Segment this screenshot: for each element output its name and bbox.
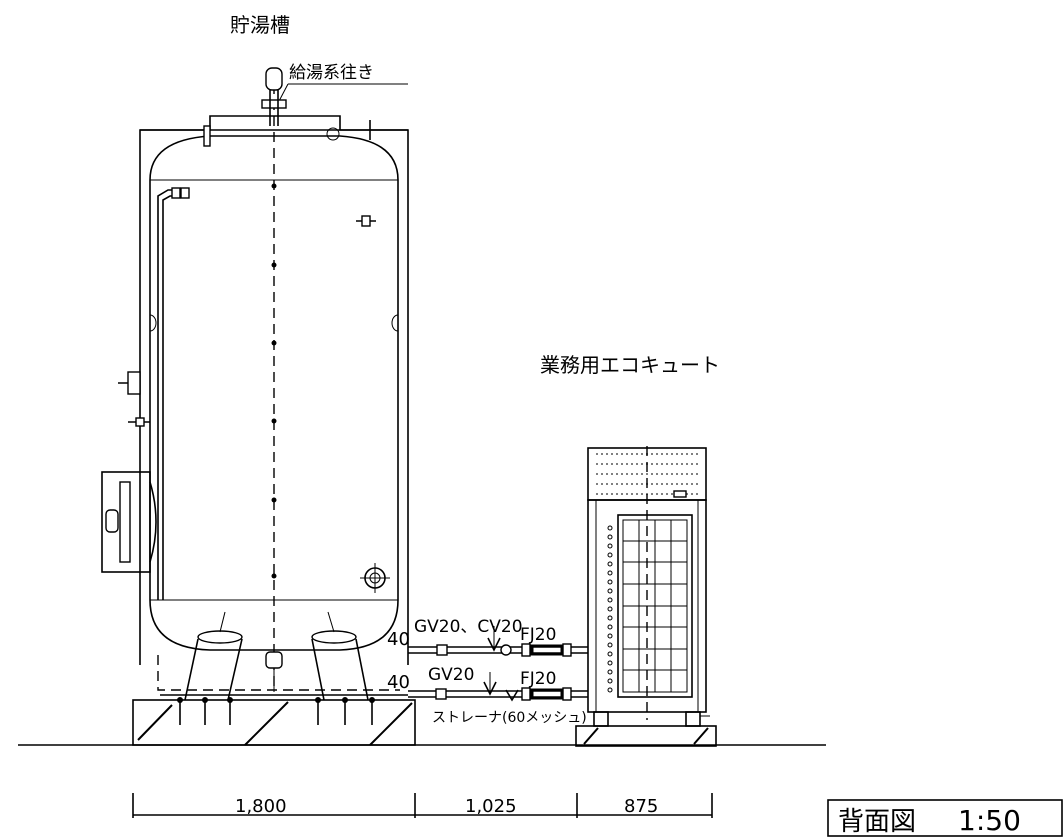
lower-pipe — [408, 672, 588, 702]
heat-exchanger-grille — [617, 514, 693, 698]
heat-pump-base — [575, 725, 717, 747]
upper-joint-label: FJ20 — [520, 625, 556, 645]
upper-pipe — [408, 626, 588, 657]
heat-pump-unit — [587, 446, 710, 727]
strainer-label: ストレーナ(60メッシュ) — [432, 710, 587, 726]
lower-joint-label: FJ20 — [520, 669, 556, 689]
anchor-bolts — [177, 697, 375, 725]
tank-legs — [184, 611, 369, 701]
hot-water-supply-leader: 給湯系往き — [277, 63, 408, 104]
hot-water-supply-label: 給湯系往き — [289, 63, 374, 83]
center-axis-markers — [271, 183, 277, 579]
lower-pipe-offset: 40 — [387, 672, 410, 693]
dimension-gap: 1,025 — [465, 796, 517, 817]
dimension-tank: 1,800 — [235, 796, 287, 817]
storage-tank — [101, 67, 409, 725]
title-block: 背面図 1:50 — [827, 799, 1063, 837]
upper-pipe-offset: 40 — [387, 629, 410, 650]
lower-valve-label: GV20 — [428, 665, 474, 685]
louver-dots — [607, 525, 613, 693]
dimension-line — [132, 793, 713, 818]
heat-pump-title: 業務用エコキュート — [540, 353, 720, 377]
upper-valves-label: GV20、CV20 — [414, 617, 523, 637]
scale-label: 1:50 — [958, 804, 1021, 837]
manway — [101, 471, 157, 573]
dimension-unit: 875 — [624, 796, 658, 817]
view-name: 背面図 — [838, 807, 916, 837]
tank-title: 貯湯槽 — [230, 13, 290, 37]
